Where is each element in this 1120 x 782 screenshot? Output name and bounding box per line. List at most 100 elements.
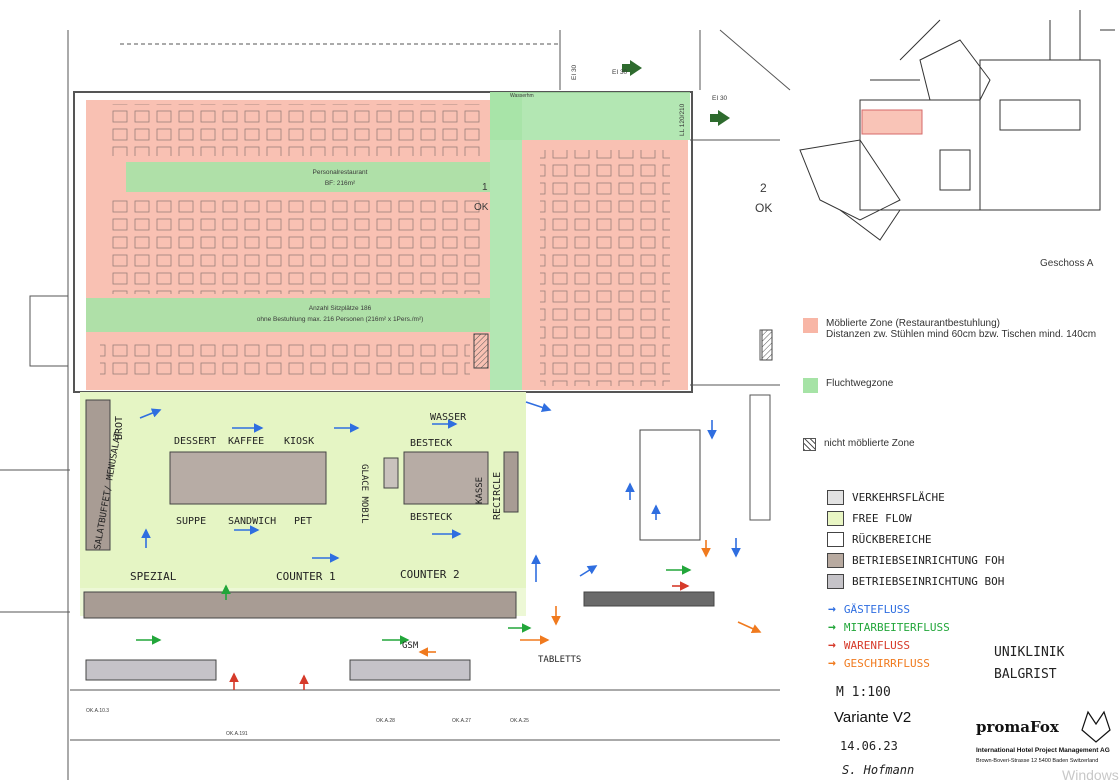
hand-swatch bbox=[827, 532, 844, 547]
room-code: OK.A.191 bbox=[226, 731, 248, 737]
hand-legend-item: FREE FLOW bbox=[827, 511, 912, 526]
arrow-right-icon: → bbox=[828, 620, 836, 635]
signature: S. Hofmann bbox=[842, 763, 914, 777]
hand-legend-label: VERKEHRSFLÄCHE bbox=[852, 491, 945, 504]
guest-flow-arrows bbox=[139, 401, 741, 582]
label-gsm: GSM bbox=[402, 641, 419, 651]
door-label-2: EI 30 bbox=[712, 95, 728, 102]
door-label-1: EI 30 bbox=[612, 69, 628, 76]
counter-row bbox=[83, 591, 517, 619]
watermark: Windows bbox=[1062, 767, 1119, 782]
variant: Variante V2 bbox=[834, 709, 911, 726]
hand-legend-label: FREE FLOW bbox=[852, 512, 912, 525]
label-suppe: SUPPE bbox=[176, 516, 206, 527]
fluchtweg-band-2 bbox=[86, 298, 490, 332]
room-code: OK.A.28 bbox=[376, 718, 395, 724]
hand-legend-item: BETRIEBSEINRICHTUNG BOH bbox=[827, 574, 1004, 589]
seating-block-3 bbox=[100, 340, 470, 380]
inset-caption: Geschoss A bbox=[1040, 258, 1094, 269]
label-kiosk: KIOSK bbox=[284, 436, 314, 447]
label-kaffee: KAFFEE bbox=[228, 436, 264, 447]
door-label-3: EI 30 bbox=[571, 64, 578, 80]
hand-swatch bbox=[827, 574, 844, 589]
seats-line-1: Anzahl Sitzplätze 186 bbox=[309, 305, 372, 312]
fluchtweg-vertical bbox=[490, 92, 522, 390]
zone-number-2: 2 bbox=[760, 181, 767, 195]
service-window bbox=[639, 429, 701, 541]
glace-mobil bbox=[383, 457, 399, 489]
room-code: OK.A.27 bbox=[452, 718, 471, 724]
legend-moeblierte-line1: Möblierte Zone (Restaurantbestuhlung) bbox=[826, 318, 1000, 329]
flow-legend-item: → WARENFLUSS bbox=[828, 638, 910, 653]
recircle-unit bbox=[503, 451, 519, 513]
scale: M 1:100 bbox=[836, 685, 891, 700]
label-wasser: WASSER bbox=[430, 412, 467, 423]
arrow-right-icon: → bbox=[828, 656, 836, 671]
logo-line-2: Brown-Boveri-Strasse 12 5400 Baden Switz… bbox=[976, 758, 1098, 764]
hand-legend-item: VERKEHRSFLÄCHE bbox=[827, 490, 945, 505]
exit-arrow-icon bbox=[710, 110, 730, 126]
dish-flow-arrows bbox=[418, 540, 762, 657]
fluchtweg-top bbox=[490, 92, 690, 140]
nicht-swatch bbox=[803, 438, 816, 451]
hand-legend-label: BETRIEBSEINRICHTUNG BOH bbox=[852, 575, 1005, 588]
legend-flucht-label: Fluchtwegzone bbox=[826, 378, 894, 389]
brot-counter bbox=[85, 399, 111, 551]
room-code: OK.A.25 bbox=[510, 718, 529, 724]
seating-block-2 bbox=[110, 196, 480, 294]
hand-legend-item: RÜCKBEREICHE bbox=[827, 532, 931, 547]
flow-legend-label: MITARBEITERFLUSS bbox=[843, 621, 950, 634]
label-counter-1: COUNTER 1 bbox=[276, 570, 336, 583]
hand-swatch bbox=[827, 511, 844, 526]
flow-legend-label: GESCHIRRFLUSS bbox=[843, 657, 930, 670]
client-line-2: BALGRIST bbox=[994, 667, 1057, 682]
logo-brand: promaFox bbox=[976, 718, 1060, 736]
label-dessert: DESSERT bbox=[174, 436, 216, 447]
seating-block-4 bbox=[540, 150, 670, 386]
label-tabletts: TABLETTS bbox=[538, 655, 581, 665]
flow-legend-item: → MITARBEITERFLUSS bbox=[828, 620, 950, 635]
flow-legend-label: GÄSTEFLUSS bbox=[843, 603, 911, 616]
arrow-right-icon: → bbox=[828, 602, 836, 617]
goods-flow-arrows bbox=[229, 581, 690, 690]
boh-line bbox=[85, 659, 217, 681]
label-recircle: RECIRCLE bbox=[492, 472, 503, 520]
seating-block-1 bbox=[110, 104, 480, 156]
label-glace: GLACE MOBIL bbox=[359, 464, 369, 524]
moeblierte-swatch bbox=[803, 318, 818, 333]
room-name: Personalrestaurant bbox=[313, 169, 368, 176]
room-code: OK.A.10.3 bbox=[86, 708, 109, 714]
zone-number-1: 1 bbox=[482, 182, 488, 193]
legend-moeblierte-line2: Distanzen zw. Stühlen mind 60cm bzw. Tis… bbox=[826, 329, 1097, 340]
door-label-4: LL 120/210 bbox=[679, 103, 686, 136]
dessert-island bbox=[169, 451, 327, 505]
arrow-right-icon: → bbox=[828, 638, 836, 653]
inset-floor-map bbox=[799, 10, 1115, 241]
legend-nicht-label: nicht möblierte Zone bbox=[824, 438, 915, 449]
flow-legend-item: → GESCHIRRFLUSS bbox=[828, 656, 930, 671]
exit-arrow-icon bbox=[622, 60, 642, 76]
furniture bbox=[83, 329, 773, 681]
flucht-swatch bbox=[803, 378, 818, 393]
top-label: Wasserhm bbox=[510, 93, 534, 99]
room-area: BF: 216m² bbox=[325, 180, 356, 187]
hatched-zone bbox=[473, 333, 489, 369]
label-kasse: KASSE bbox=[475, 477, 485, 504]
label-pet: PET bbox=[294, 516, 312, 527]
label-besteck-top: BESTECK bbox=[410, 438, 452, 449]
hand-legend-label: BETRIEBSEINRICHTUNG FOH bbox=[852, 554, 1005, 567]
legend-flucht: Fluchtwegzone bbox=[803, 378, 893, 393]
hand-legend-item: BETRIEBSEINRICHTUNG FOH bbox=[827, 553, 1004, 568]
besteck-island bbox=[403, 451, 489, 505]
date: 14.06.23 bbox=[840, 739, 898, 753]
label-counter-2: COUNTER 2 bbox=[400, 568, 460, 581]
boh-line-2 bbox=[349, 659, 471, 681]
flow-legend-item: → GÄSTEFLUSS bbox=[828, 602, 910, 617]
staff-flow-arrows bbox=[136, 565, 692, 645]
legend-nicht: nicht möblierte Zone bbox=[803, 438, 915, 451]
zone-ok-2: OK bbox=[755, 201, 772, 215]
fox-icon bbox=[1081, 710, 1111, 743]
zone-ok-1: OK bbox=[474, 202, 489, 213]
label-brot: BROT bbox=[114, 416, 125, 440]
